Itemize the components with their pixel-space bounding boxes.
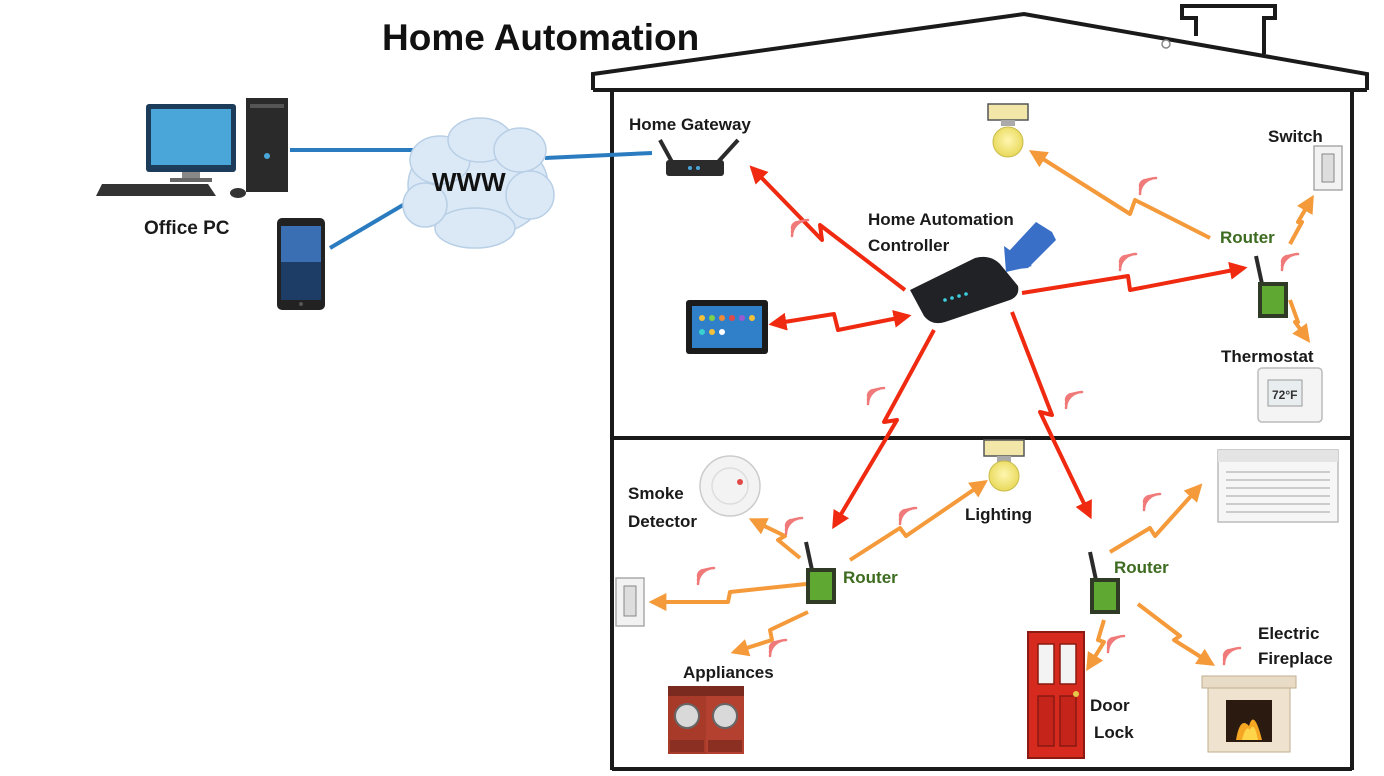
link-controller-router-left: [832, 329, 936, 530]
controller-label-line1: Home Automation: [868, 210, 1014, 229]
signal-icon: [866, 386, 886, 406]
roof: [591, 11, 1369, 90]
light-bulb-icon: [983, 439, 1025, 492]
door-lock-icon: [1027, 631, 1085, 759]
cloud-label: WWW: [432, 167, 506, 197]
link-router-upper-light: [1028, 150, 1211, 240]
signal-icon: [1222, 646, 1242, 666]
light-bulb-icon: [987, 103, 1029, 158]
link-router-left-switch: [648, 582, 807, 611]
link-router-left-light: [848, 479, 988, 562]
signal-icon: [1118, 252, 1138, 272]
signal-icon: [1064, 390, 1084, 410]
lighting-label: Lighting: [965, 505, 1032, 524]
link-router-left-smoke: [748, 518, 802, 560]
switch-label: Switch: [1268, 127, 1323, 146]
home-gateway-label: Home Gateway: [629, 115, 751, 134]
door-lock-label-line2: Lock: [1094, 723, 1134, 742]
signal-icon: [1138, 176, 1158, 196]
fireplace-label-line1: Electric: [1258, 624, 1319, 643]
signal-icon: [1280, 252, 1300, 272]
air-conditioner-icon: [1217, 449, 1339, 523]
router-device-icon: [804, 541, 836, 604]
cloud-icon: [402, 117, 555, 249]
office-pc-label: Office PC: [144, 218, 230, 239]
chimney: [1180, 4, 1277, 54]
signal-icon: [696, 566, 716, 586]
signal-icon: [768, 638, 788, 658]
link-controller-gateway: [749, 165, 907, 292]
tablet-icon: [686, 300, 768, 354]
link-router-right-fireplace: [1136, 602, 1216, 666]
home-gateway-icon: [658, 138, 740, 176]
thermostat-icon: 72°F: [1257, 367, 1323, 423]
signal-icon: [1142, 492, 1162, 512]
house-outline: [591, 4, 1369, 771]
signal-icon: [898, 506, 918, 526]
appliances-label: Appliances: [683, 663, 774, 682]
smoke-detector-icon: [699, 455, 761, 517]
router-upper-label: Router: [1220, 228, 1275, 247]
controller-links: [749, 165, 1248, 530]
router-lower-left-label: Router: [843, 568, 898, 587]
link-router-right-door: [1086, 619, 1106, 672]
link-router-right-ac: [1108, 483, 1203, 554]
router-links: [648, 150, 1314, 672]
door-lock-label-line1: Door: [1090, 696, 1130, 715]
link-controller-router-upper: [1021, 261, 1248, 295]
roof-dot: [1161, 39, 1171, 49]
desktop-computer-icon: [96, 98, 288, 198]
wireless-signal-icons: [696, 176, 1300, 666]
controller-label-line2: Controller: [868, 236, 950, 255]
home-automation-controller-icon: [910, 256, 1019, 324]
pointer-arrow-head: [1004, 246, 1032, 272]
thermostat-label: Thermostat: [1221, 347, 1314, 366]
smoke-detector-label-line2: Detector: [628, 512, 697, 531]
electric-fireplace-icon: [1201, 675, 1297, 753]
cloud-gateway-link: [544, 151, 653, 160]
light-switch-icon: [615, 577, 645, 627]
link-controller-router-right: [1010, 311, 1092, 520]
router-device-icon: [1088, 551, 1120, 614]
link-router-upper-switch: [1288, 194, 1314, 245]
router-device-icon: [1254, 255, 1288, 318]
signal-icon: [1106, 634, 1126, 654]
washer-dryer-icon: [668, 686, 744, 754]
smartphone-icon: [277, 218, 325, 310]
signal-icon: [784, 516, 804, 536]
fireplace-label-line2: Fireplace: [1258, 649, 1333, 668]
thermostat-reading: 72°F: [1272, 388, 1297, 402]
signal-icon: [790, 218, 810, 238]
link-router-upper-thermostat: [1288, 299, 1311, 343]
page-title: Home Automation: [382, 17, 699, 58]
link-router-left-appliances: [730, 610, 809, 657]
smoke-detector-label-line1: Smoke: [628, 484, 684, 503]
link-controller-tablet: [768, 309, 912, 332]
light-switch-icon: [1313, 145, 1343, 191]
router-lower-right-label: Router: [1114, 558, 1169, 577]
